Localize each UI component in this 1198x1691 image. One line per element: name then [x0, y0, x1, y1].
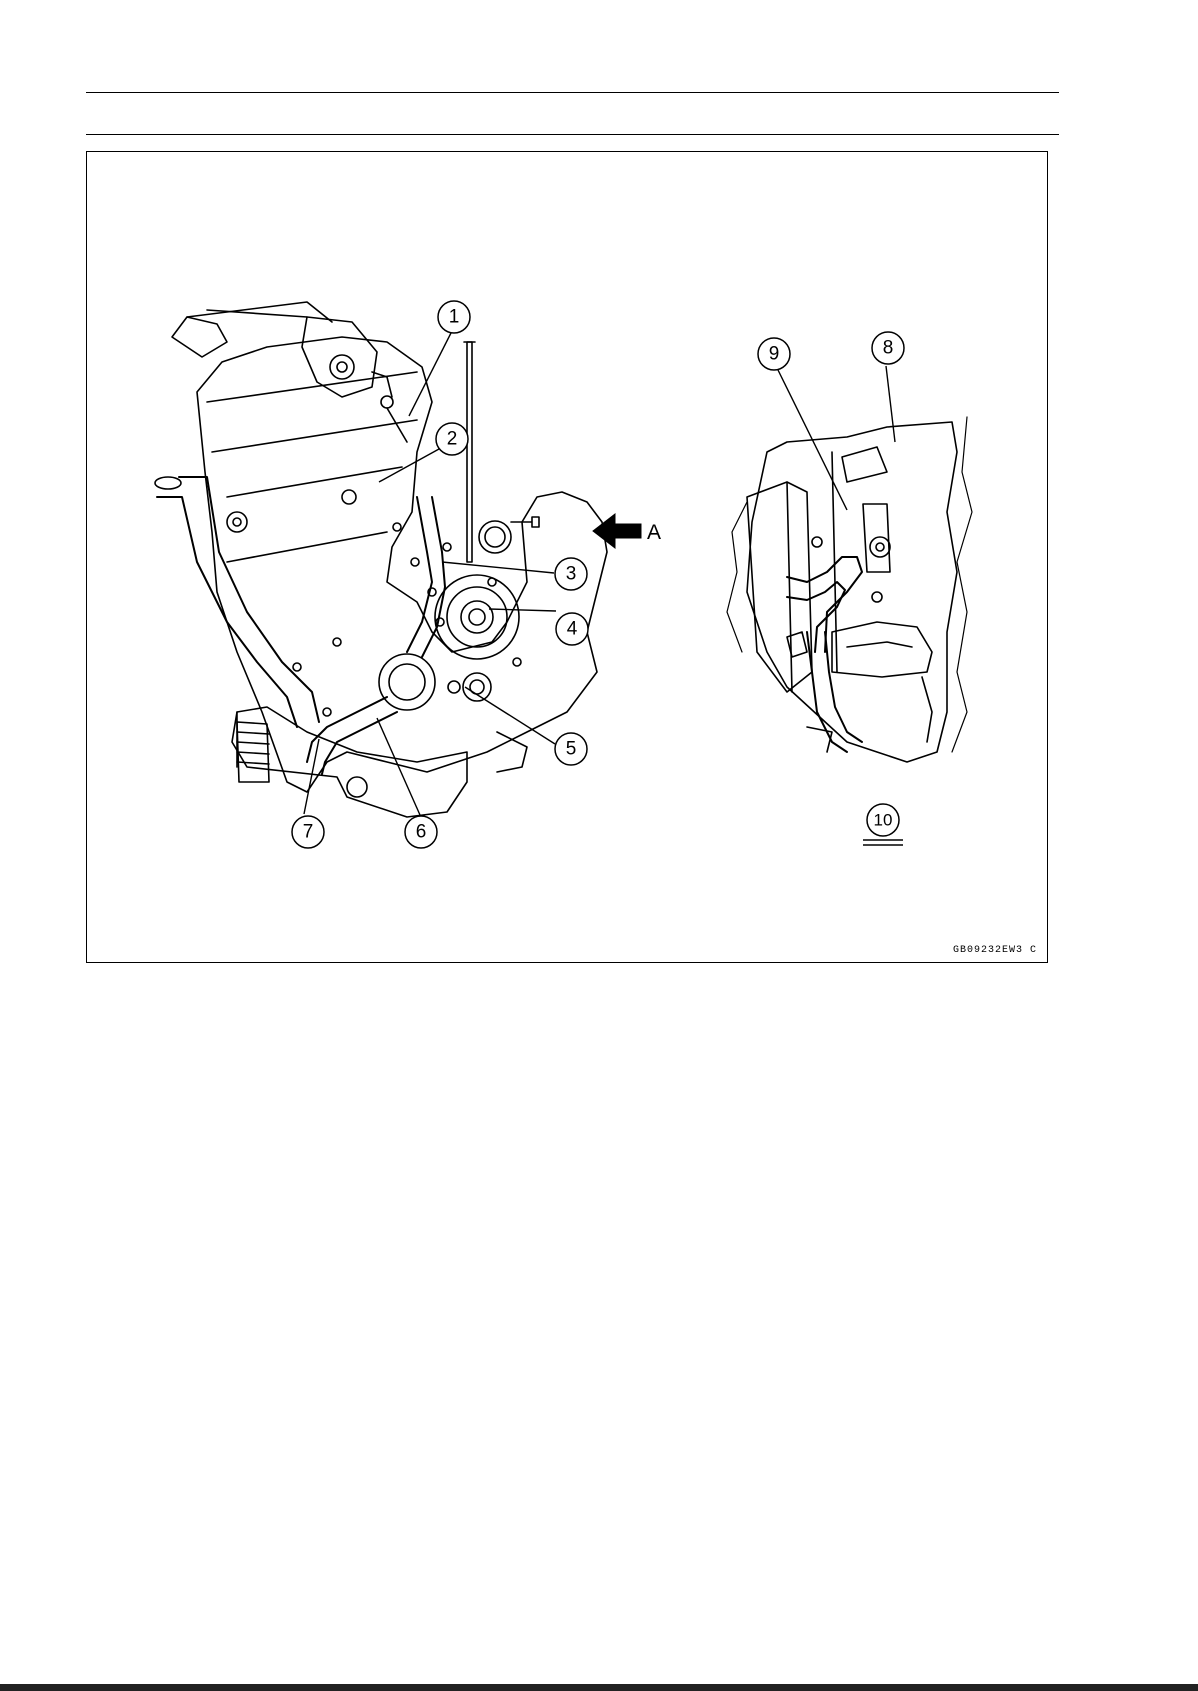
- callout-9: 9: [758, 338, 790, 370]
- svg-text:9: 9: [769, 344, 780, 365]
- oil-filler-cap: [479, 521, 511, 553]
- header-rule-top: [86, 92, 1059, 93]
- detail-engine-body: [747, 422, 957, 762]
- callout-6: 6: [405, 816, 437, 848]
- figure-code: GB09232EW3 C: [953, 945, 1037, 956]
- svg-text:7: 7: [303, 822, 314, 843]
- callout-3: 3: [555, 558, 587, 590]
- view-arrow-label: A: [647, 521, 661, 544]
- svg-text:6: 6: [416, 822, 427, 843]
- svg-text:2: 2: [447, 429, 458, 450]
- intake-bracket: [172, 317, 227, 357]
- water-pump: [379, 654, 435, 710]
- page-bottom-bar: [0, 1684, 1198, 1691]
- svg-text:4: 4: [567, 619, 578, 640]
- callout-5: 5: [555, 733, 587, 765]
- callout-4: 4: [556, 613, 588, 645]
- svg-text:5: 5: [566, 739, 577, 760]
- figure-frame: A 1 2 3 4 5: [86, 151, 1048, 963]
- throttle-body: [302, 317, 377, 397]
- callout-8: 8: [872, 332, 904, 364]
- detail-view: [727, 417, 972, 762]
- callout-7: 7: [292, 816, 324, 848]
- callout-2: 2: [436, 423, 468, 455]
- engine-illustration: A 1 2 3 4 5: [87, 152, 1049, 964]
- callout-1: 1: [438, 301, 470, 333]
- detail-hose-upper: [787, 557, 862, 652]
- breather-rod: [467, 342, 472, 562]
- svg-text:10: 10: [874, 811, 893, 830]
- svg-text:1: 1: [449, 307, 460, 328]
- svg-text:3: 3: [566, 564, 577, 585]
- coolant-pipe-left: [157, 497, 297, 727]
- callout-10: 10: [863, 804, 903, 845]
- svg-text:8: 8: [883, 338, 894, 359]
- header-rule-bottom: [86, 134, 1059, 135]
